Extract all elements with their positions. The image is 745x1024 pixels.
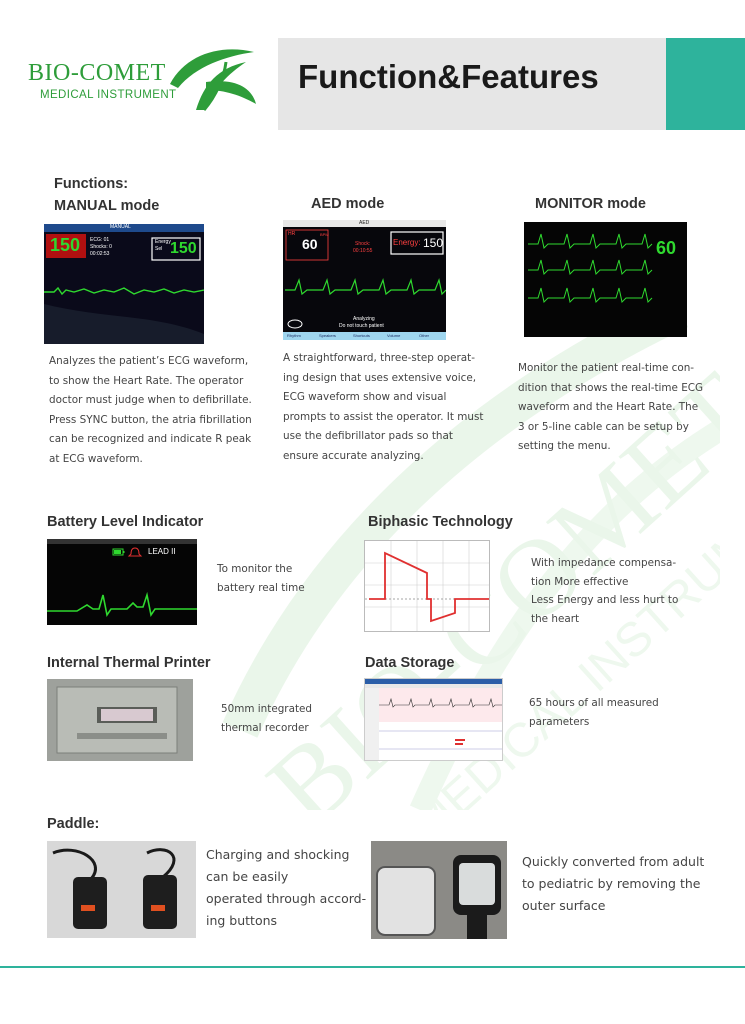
aed-bpm-label: BPM: [320, 232, 329, 237]
monitor-mode-title: MONITOR mode: [535, 196, 646, 212]
manual-energy-value: 150: [170, 240, 197, 257]
aed-energy-value: 150: [423, 236, 444, 250]
aed-menu-volume: Volume: [387, 333, 401, 338]
footer-rule: [0, 966, 745, 968]
aed-analyzing-text: Analyzing: [353, 316, 375, 322]
monitor-mode-description: Monitor the patient real-time con-dition…: [518, 362, 704, 452]
aed-warning-text: Do not touch patient: [339, 323, 384, 329]
aed-menu-shortcuts: Shortcuts: [353, 333, 370, 338]
functions-heading: Functions:: [54, 176, 129, 192]
aed-mode-title: AED mode: [311, 196, 385, 212]
manual-heart-rate: 150: [50, 235, 81, 255]
biphasic-waveform-chart: [364, 540, 490, 632]
logo-subtitle: MEDICAL INSTRUMENT: [40, 89, 177, 101]
biphasic-description: With impedance compensa-tion More effect…: [531, 557, 679, 625]
battery-title: Battery Level Indicator: [47, 514, 204, 530]
thermal-printer-photo: [47, 679, 193, 761]
page-title: Function&Features: [298, 58, 599, 95]
logo-name: BIO-COMET: [28, 60, 166, 86]
company-logo: BIO-COMET MEDICAL INSTRUMENT: [28, 44, 258, 114]
biphasic-title: Biphasic Technology: [368, 514, 513, 530]
manual-screen-title: MANUAL: [110, 224, 131, 230]
data-storage-screenshot: [364, 678, 503, 761]
paddles-photo: [47, 841, 196, 938]
monitor-heart-rate: 60: [656, 238, 677, 258]
header-accent: [666, 38, 745, 130]
aed-mode-screen: AED HR 60 BPM Shock: 00:10:55 Energy: 15…: [283, 220, 446, 340]
manual-mode-screen: MANUAL 150 ECG: 01 Shocks: 0 00:02:53 En…: [44, 224, 204, 344]
aed-heart-rate: 60: [302, 236, 318, 252]
aed-mode-description: A straightforward, three-step operat-ing…: [283, 352, 484, 462]
aed-shock-label: Shock:: [355, 241, 371, 247]
storage-title: Data Storage: [365, 655, 455, 671]
manual-info-2: Shocks: 0: [90, 244, 112, 250]
manual-mode-description: Analyzes the patient’s ECG waveform,to s…: [49, 355, 252, 465]
pediatric-paddle-photo: [371, 841, 507, 939]
manual-energy-label: Energy: [155, 239, 171, 245]
aed-energy-label: Energy:: [393, 238, 421, 247]
aed-screen-title: AED: [359, 220, 370, 226]
header-band: [278, 38, 666, 130]
aed-menu-other: Other: [419, 333, 430, 338]
aed-menu-rhythm: Rhythm: [287, 333, 301, 338]
manual-mode-title: MANUAL mode: [54, 198, 160, 214]
lead-label: LEAD II: [148, 547, 176, 556]
manual-energy-sel: Sel: [155, 246, 163, 252]
leaf-icon: [170, 49, 256, 111]
monitor-mode-screen: 60: [524, 222, 687, 337]
aed-shock-time: 00:10:55: [353, 248, 373, 254]
aed-hr-label: HR: [288, 231, 296, 237]
manual-info-1: ECG: 01: [90, 237, 110, 243]
paddle-heading: Paddle:: [47, 816, 100, 832]
battery-screen: LEAD II: [47, 539, 197, 625]
manual-info-3: 00:02:53: [90, 251, 110, 257]
aed-menu-speakers: Speakers: [319, 333, 336, 338]
printer-title: Internal Thermal Printer: [47, 655, 211, 671]
